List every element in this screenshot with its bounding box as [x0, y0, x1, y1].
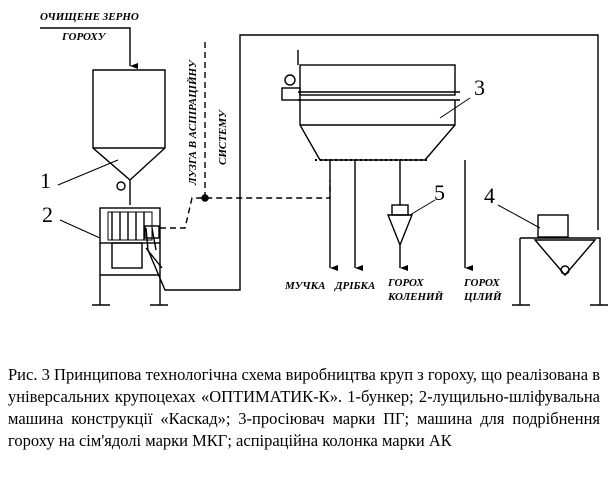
output-label-split-2: КОЛЕНИЙ [387, 291, 444, 303]
sifter-3 [281, 50, 460, 161]
grinder-5 [386, 204, 414, 271]
number-2: 2 [42, 202, 53, 227]
husk-label-2: СИСТЕМУ [217, 109, 229, 165]
figure-caption: Рис. 3 Принципова технологічна схема вир… [8, 365, 600, 450]
number-3: 3 [474, 75, 485, 100]
process-diagram: ОЧИЩЕНЕ ЗЕРНО ГОРОХУ ЛУЗГА В АСПІРАЦІЙНУ… [40, 11, 608, 306]
output-label-whole-1: ГОРОХ [463, 277, 500, 289]
husk-line [160, 180, 331, 229]
input-label: ОЧИЩЕНЕ ЗЕРНО [40, 11, 139, 23]
number-4: 4 [484, 183, 495, 208]
husking-machine-2 [92, 34, 599, 306]
aspiration-column-4 [512, 214, 608, 306]
output-label-mealy: МУЧКА [284, 280, 325, 292]
number-1: 1 [40, 168, 51, 193]
output-label-fines: ДРІБКА [334, 280, 375, 292]
input-label-2: ГОРОХУ [61, 31, 107, 43]
bunker-1 [92, 69, 166, 181]
husk-label: ЛУЗГА В АСПІРАЦІЙНУ [187, 59, 199, 186]
output-label-split-1: ГОРОХ [387, 277, 424, 289]
number-5: 5 [434, 180, 445, 205]
output-label-whole-2: ЦІЛИЙ [463, 291, 502, 303]
input-line [40, 27, 138, 69]
